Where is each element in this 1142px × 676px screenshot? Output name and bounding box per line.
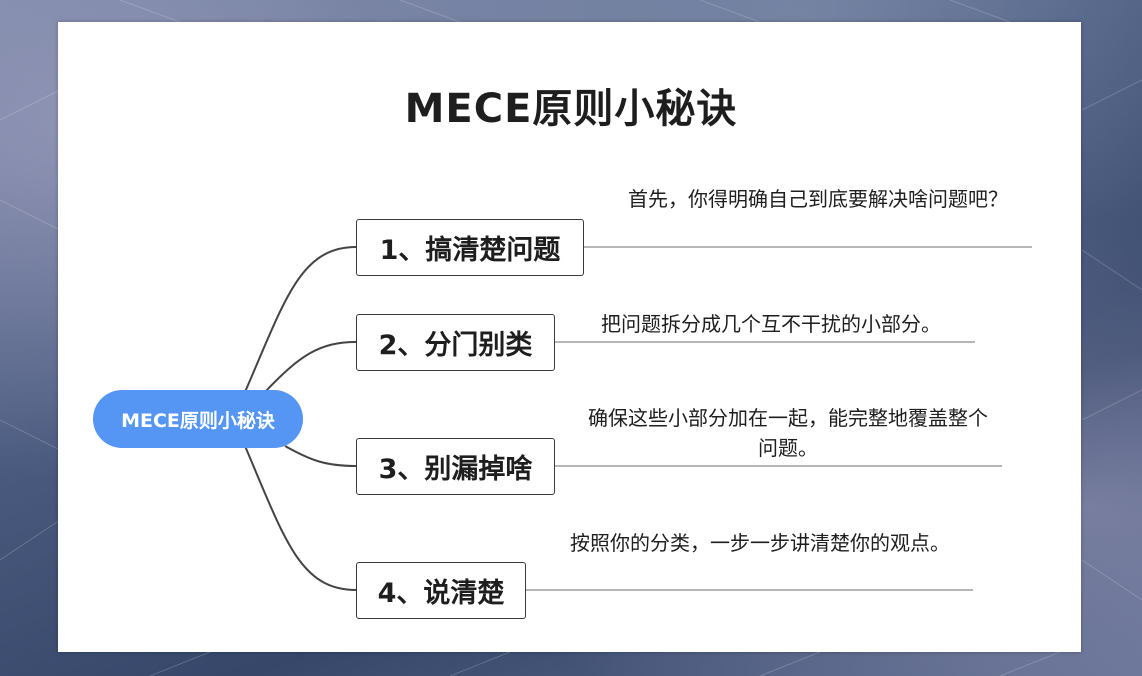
slide-title: MECE原则小秘诀 bbox=[404, 86, 738, 132]
branch-note-4: 按照你的分类，一步一步讲清楚你的观点。 bbox=[570, 531, 950, 555]
branch-note-1: 首先，你得明确自己到底要解决啥问题吧？ bbox=[628, 187, 1008, 211]
mindmap-root-node[interactable]: MECE原则小秘诀 bbox=[93, 390, 303, 448]
branch-node-2[interactable]: 2、分门别类 bbox=[356, 314, 555, 371]
branch-node-1[interactable]: 1、搞清楚问题 bbox=[356, 219, 584, 276]
connector-branch-2 bbox=[264, 341, 357, 393]
connector-branch-1 bbox=[244, 246, 357, 393]
slide-card bbox=[58, 22, 1081, 652]
branch-node-3[interactable]: 3、别漏掉啥 bbox=[356, 438, 555, 495]
connector-branch-3 bbox=[284, 445, 357, 467]
branch-note-3: 确保这些小部分加在一起，能完整地覆盖整个问题。 bbox=[588, 406, 988, 460]
branch-node-4[interactable]: 4、说清楚 bbox=[356, 562, 526, 619]
connector-branch-4 bbox=[244, 445, 357, 591]
branch-note-2: 把问题拆分成几个互不干扰的小部分。 bbox=[601, 312, 941, 336]
